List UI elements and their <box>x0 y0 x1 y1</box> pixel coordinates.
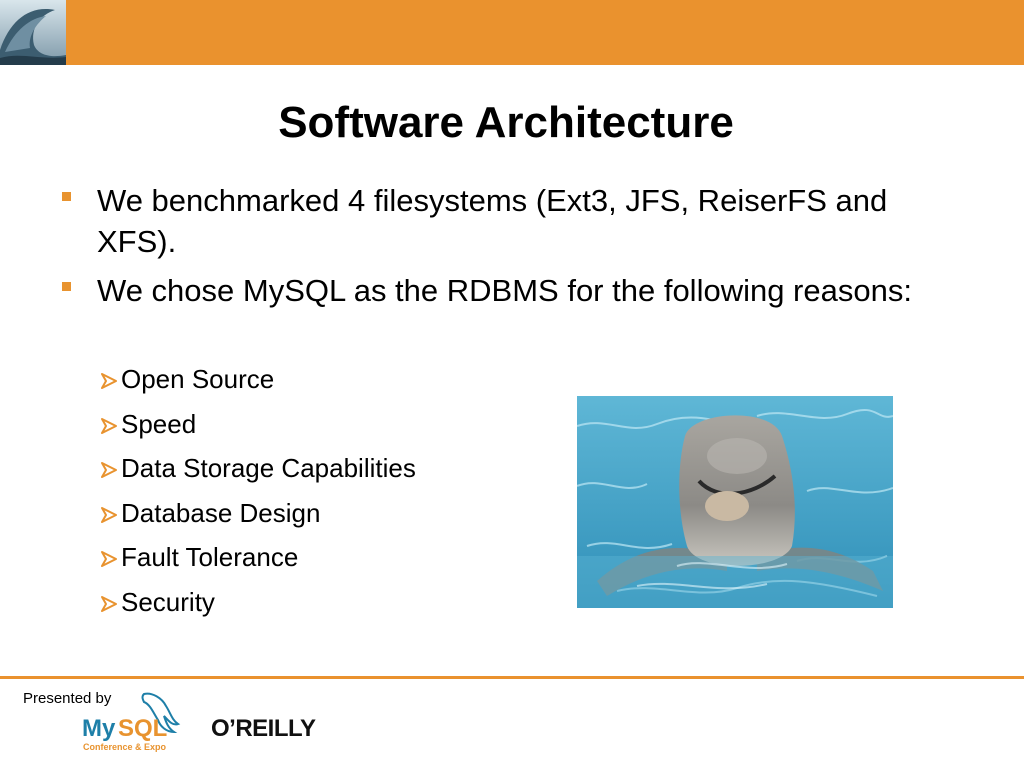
arrow-bullet-icon <box>100 538 121 581</box>
sub-bullet-item: Data Storage Capabilities <box>100 447 416 492</box>
arrow-bullet-icon <box>100 405 121 448</box>
sub-bullet-text: Security <box>121 586 215 617</box>
dolphin-photo <box>577 396 893 608</box>
sub-bullet-text: Database Design <box>121 497 321 528</box>
square-bullet-icon <box>62 192 71 201</box>
presented-by-label: Presented by <box>23 690 112 707</box>
bullet-text: We benchmarked 4 filesystems (Ext3, JFS,… <box>97 183 888 259</box>
bullet-item: We benchmarked 4 filesystems (Ext3, JFS,… <box>62 180 922 262</box>
sub-bullet-item: Open Source <box>100 358 416 403</box>
slide-title: Software Architecture <box>278 98 734 147</box>
bullet-text: We chose MySQL as the RDBMS for the foll… <box>97 273 912 308</box>
bullet-item: We chose MySQL as the RDBMS for the foll… <box>62 270 922 311</box>
arrow-bullet-icon <box>100 360 121 403</box>
sub-bullet-text: Speed <box>121 408 197 439</box>
bullet-list: We benchmarked 4 filesystems (Ext3, JFS,… <box>62 180 922 319</box>
svg-text:My: My <box>82 715 116 742</box>
arrow-bullet-icon <box>100 494 121 537</box>
sub-bullet-text: Data Storage Capabilities <box>121 453 416 484</box>
sub-bullet-text: Open Source <box>121 364 275 394</box>
footer-divider <box>0 676 1024 679</box>
sub-bullet-item: Fault Tolerance <box>100 536 416 581</box>
square-bullet-icon <box>62 282 71 291</box>
mysql-conference-logo: My SQL Conference & Expo <box>80 690 185 756</box>
sub-bullet-list: Open Source Speed Data Storage Capabilit… <box>100 358 416 626</box>
sub-bullet-item: Security <box>100 581 416 626</box>
arrow-bullet-icon <box>100 583 121 626</box>
header-bar <box>0 0 1024 65</box>
arrow-bullet-icon <box>100 449 121 492</box>
svg-text:SQL: SQL <box>118 715 167 742</box>
sub-bullet-item: Database Design <box>100 492 416 537</box>
svg-text:Conference & Expo: Conference & Expo <box>83 742 167 752</box>
wave-icon <box>0 0 66 65</box>
oreilly-logo: O’REILLY <box>211 715 316 742</box>
sub-bullet-text: Fault Tolerance <box>121 542 299 573</box>
sub-bullet-item: Speed <box>100 403 416 448</box>
